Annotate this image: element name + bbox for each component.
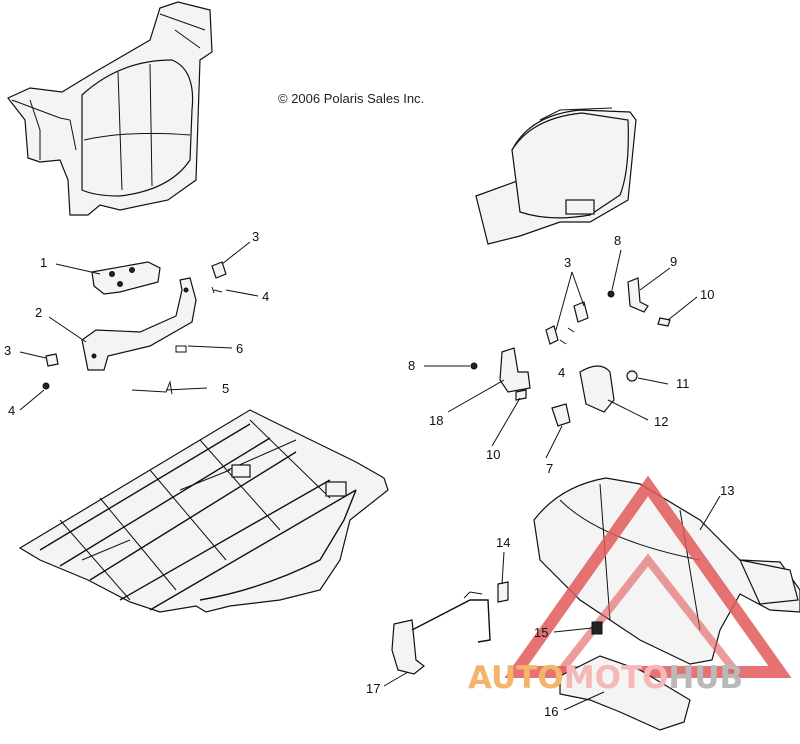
callout-15: 15 bbox=[534, 625, 549, 640]
latch-bracket-part-1 bbox=[91, 261, 161, 295]
bracket-part-16 bbox=[559, 655, 691, 731]
fasteners-left bbox=[42, 261, 227, 395]
callout-1: 1 bbox=[40, 255, 48, 270]
logo-word-moto: MOTO bbox=[563, 660, 669, 696]
bracket-part-17 bbox=[391, 591, 491, 675]
callout-5: 5 bbox=[222, 381, 230, 396]
copyright-notice: © 2006 Polaris Sales Inc. bbox=[278, 91, 425, 106]
spring-part-15 bbox=[591, 621, 603, 635]
callout-3-left: 3 bbox=[252, 229, 260, 244]
callout-8-left: 8 bbox=[408, 358, 416, 373]
seat-frame bbox=[18, 409, 389, 613]
callout-12: 12 bbox=[654, 414, 669, 429]
automotohub-watermark-logo: AUTOMOTOHUB bbox=[468, 660, 743, 696]
callout-10-right: 10 bbox=[700, 287, 715, 302]
callout-16: 16 bbox=[544, 704, 559, 719]
callout-14: 14 bbox=[496, 535, 511, 550]
callout-9: 9 bbox=[670, 254, 678, 269]
front-seat-back bbox=[475, 107, 637, 245]
callout-7: 7 bbox=[546, 461, 554, 476]
callout-4-far-left: 4 bbox=[8, 403, 16, 418]
callout-3-right: 3 bbox=[564, 255, 572, 270]
watermark-triangle bbox=[504, 475, 792, 678]
fasteners-right bbox=[470, 277, 671, 603]
callout-18: 18 bbox=[429, 413, 444, 428]
bracket-part-2 bbox=[81, 277, 197, 371]
callout-11: 11 bbox=[676, 376, 690, 391]
callout-4-right: 4 bbox=[558, 365, 566, 380]
callout-8-top: 8 bbox=[614, 233, 622, 248]
logo-word-auto: AUTO bbox=[468, 660, 564, 696]
callout-13: 13 bbox=[720, 483, 735, 498]
callout-3-far-left: 3 bbox=[4, 343, 12, 358]
rear-seat-back bbox=[7, 1, 213, 216]
logo-word-hub: HUB bbox=[668, 660, 744, 696]
callout-10-middle: 10 bbox=[486, 447, 501, 462]
callout-17: 17 bbox=[366, 681, 381, 696]
leader-lines bbox=[19, 241, 721, 711]
callout-6: 6 bbox=[236, 341, 244, 356]
callout-2: 2 bbox=[35, 305, 43, 320]
callout-4-left: 4 bbox=[262, 289, 270, 304]
